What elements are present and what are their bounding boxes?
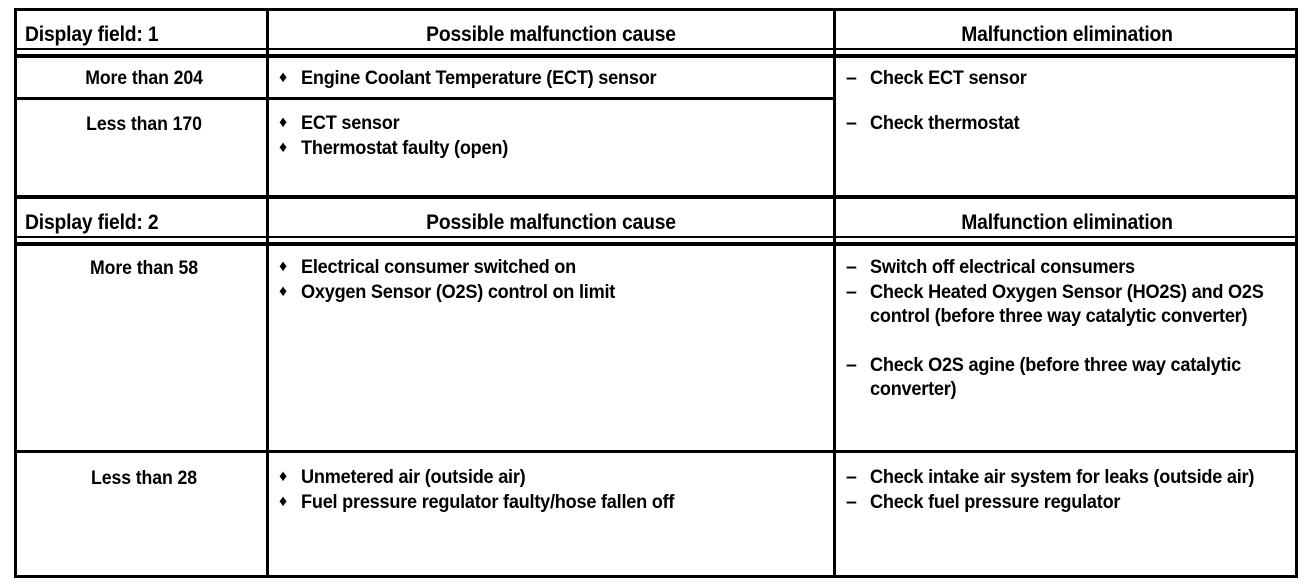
section-1-row-2-condition: Less than 170 xyxy=(86,114,202,135)
section-1-header-rule-upper xyxy=(17,48,1295,50)
dash-bullet-icon: – xyxy=(846,353,857,376)
section-1-row-1-causes: ♦Engine Coolant Temperature (ECT) sensor xyxy=(279,66,827,91)
elimination-list: –Check ECT sensor xyxy=(846,66,1291,91)
section-2-row-1-causes: ♦Electrical consumer switched on ♦Oxygen… xyxy=(279,255,827,304)
list-item: ♦Thermostat faulty (open) xyxy=(279,136,509,159)
diamond-bullet-icon: ♦ xyxy=(279,69,287,86)
list-item: ♦Engine Coolant Temperature (ECT) sensor xyxy=(279,67,657,89)
section-1-header-rule-lower xyxy=(17,54,1295,58)
section-1-cause-header: Possible malfunction cause xyxy=(426,23,676,46)
diamond-bullet-icon: ♦ xyxy=(279,138,287,156)
section-1-row-2-eliminations: –Check thermostat xyxy=(846,111,1291,136)
elimination-list: –Check intake air system for leaks (outs… xyxy=(846,465,1291,514)
section-2-row-2-eliminations: –Check intake air system for leaks (outs… xyxy=(846,465,1291,514)
dash-bullet-icon: – xyxy=(846,112,857,134)
cause-list: ♦ECT sensor ♦Thermostat faulty (open) xyxy=(279,111,827,160)
list-item: –Check thermostat xyxy=(846,112,1020,134)
section-2-row-2-condition: Less than 28 xyxy=(91,468,197,489)
list-item: –Check intake air system for leaks (outs… xyxy=(846,466,1255,488)
malfunction-table: Display field: 1 Possible malfunction ca… xyxy=(14,8,1298,578)
list-item: ♦Oxygen Sensor (O2S) control on limit xyxy=(279,280,616,303)
diamond-bullet-icon: ♦ xyxy=(279,282,287,300)
column-divider-2 xyxy=(833,11,836,575)
diamond-bullet-icon: ♦ xyxy=(279,468,287,485)
section-1-row-1-condition: More than 204 xyxy=(85,68,203,89)
diamond-bullet-icon: ♦ xyxy=(279,114,287,131)
elimination-list: –Switch off electrical consumers –Check … xyxy=(846,255,1298,402)
list-item: ♦ECT sensor xyxy=(279,112,400,134)
elimination-list: –Check thermostat xyxy=(846,111,1291,136)
diamond-bullet-icon: ♦ xyxy=(279,258,287,275)
section-2-cause-header: Possible malfunction cause xyxy=(426,211,676,234)
section-1-row-separator xyxy=(17,97,836,100)
section-2-row-separator xyxy=(17,450,1295,453)
section-1-display-field-header: Display field: 1 xyxy=(25,23,159,46)
section-2-elimination-header: Malfunction elimination xyxy=(961,211,1173,234)
section-2-row-1-condition: More than 58 xyxy=(90,258,198,279)
dash-bullet-icon: – xyxy=(846,67,857,89)
list-item: –Check O2S agine (before three way catal… xyxy=(846,353,1241,401)
dash-bullet-icon: – xyxy=(846,466,857,488)
list-item: –Check Heated Oxygen Sensor (HO2S) and O… xyxy=(846,280,1264,328)
cause-list: ♦Engine Coolant Temperature (ECT) sensor xyxy=(279,66,827,91)
list-item: –Switch off electrical consumers xyxy=(846,256,1135,278)
section-2-display-field-header: Display field: 2 xyxy=(25,211,159,234)
dash-bullet-icon: – xyxy=(846,280,857,303)
column-divider-1 xyxy=(266,11,269,575)
section-2-header-rule-lower xyxy=(17,242,1295,246)
list-item: –Check fuel pressure regulator xyxy=(846,490,1121,513)
section-2-row-2-causes: ♦Unmetered air (outside air) ♦Fuel press… xyxy=(279,465,827,514)
list-item: ♦Electrical consumer switched on xyxy=(279,256,576,278)
list-item: ♦Fuel pressure regulator faulty/hose fal… xyxy=(279,490,675,513)
section-1-elimination-header: Malfunction elimination xyxy=(961,23,1173,46)
dash-bullet-icon: – xyxy=(846,256,857,278)
diamond-bullet-icon: ♦ xyxy=(279,492,287,510)
cause-list: ♦Unmetered air (outside air) ♦Fuel press… xyxy=(279,465,827,514)
list-item: ♦Unmetered air (outside air) xyxy=(279,466,526,488)
section-2-row-1-eliminations: –Switch off electrical consumers –Check … xyxy=(846,255,1298,402)
section-1-row-1-eliminations: –Check ECT sensor xyxy=(846,66,1291,91)
section-2-header-rule-upper xyxy=(17,236,1295,238)
list-item: –Check ECT sensor xyxy=(846,67,1027,89)
dash-bullet-icon: – xyxy=(846,490,857,513)
cause-list: ♦Electrical consumer switched on ♦Oxygen… xyxy=(279,255,827,304)
section-1-bottom-rule xyxy=(17,195,1295,199)
section-1-row-2-causes: ♦ECT sensor ♦Thermostat faulty (open) xyxy=(279,111,827,160)
